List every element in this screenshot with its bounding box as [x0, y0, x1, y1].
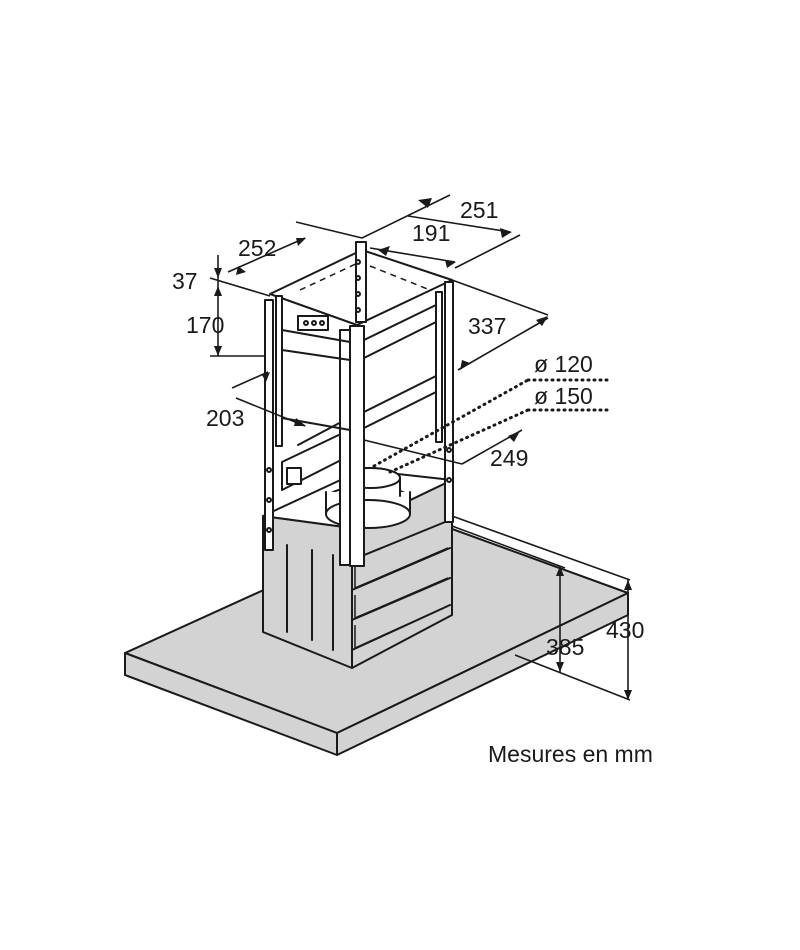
dim-diameter-120: ø 120 [534, 351, 593, 377]
dim-37: 37 [172, 268, 198, 294]
dim-251: 251 [460, 197, 498, 223]
dim-430: 430 [606, 617, 644, 643]
units-caption: Mesures en mm [488, 741, 653, 767]
fan-outlet-spigot [325, 467, 411, 529]
dim-252: 252 [238, 235, 276, 261]
dim-385: 385 [546, 634, 584, 660]
dim-170: 170 [186, 312, 224, 338]
duct-bracket-left [281, 419, 346, 491]
dimension-arrowheads [214, 198, 632, 700]
chimney-support-frame [264, 241, 454, 567]
dim-249: 249 [490, 445, 528, 471]
dim-337: 337 [468, 313, 506, 339]
dim-191: 191 [412, 220, 450, 246]
dim-diameter-150: ø 150 [534, 383, 593, 409]
dimension-labels: 251 191 252 37 170 337 ø 120 ø 150 203 2… [172, 197, 653, 767]
dim-203: 203 [206, 405, 244, 431]
